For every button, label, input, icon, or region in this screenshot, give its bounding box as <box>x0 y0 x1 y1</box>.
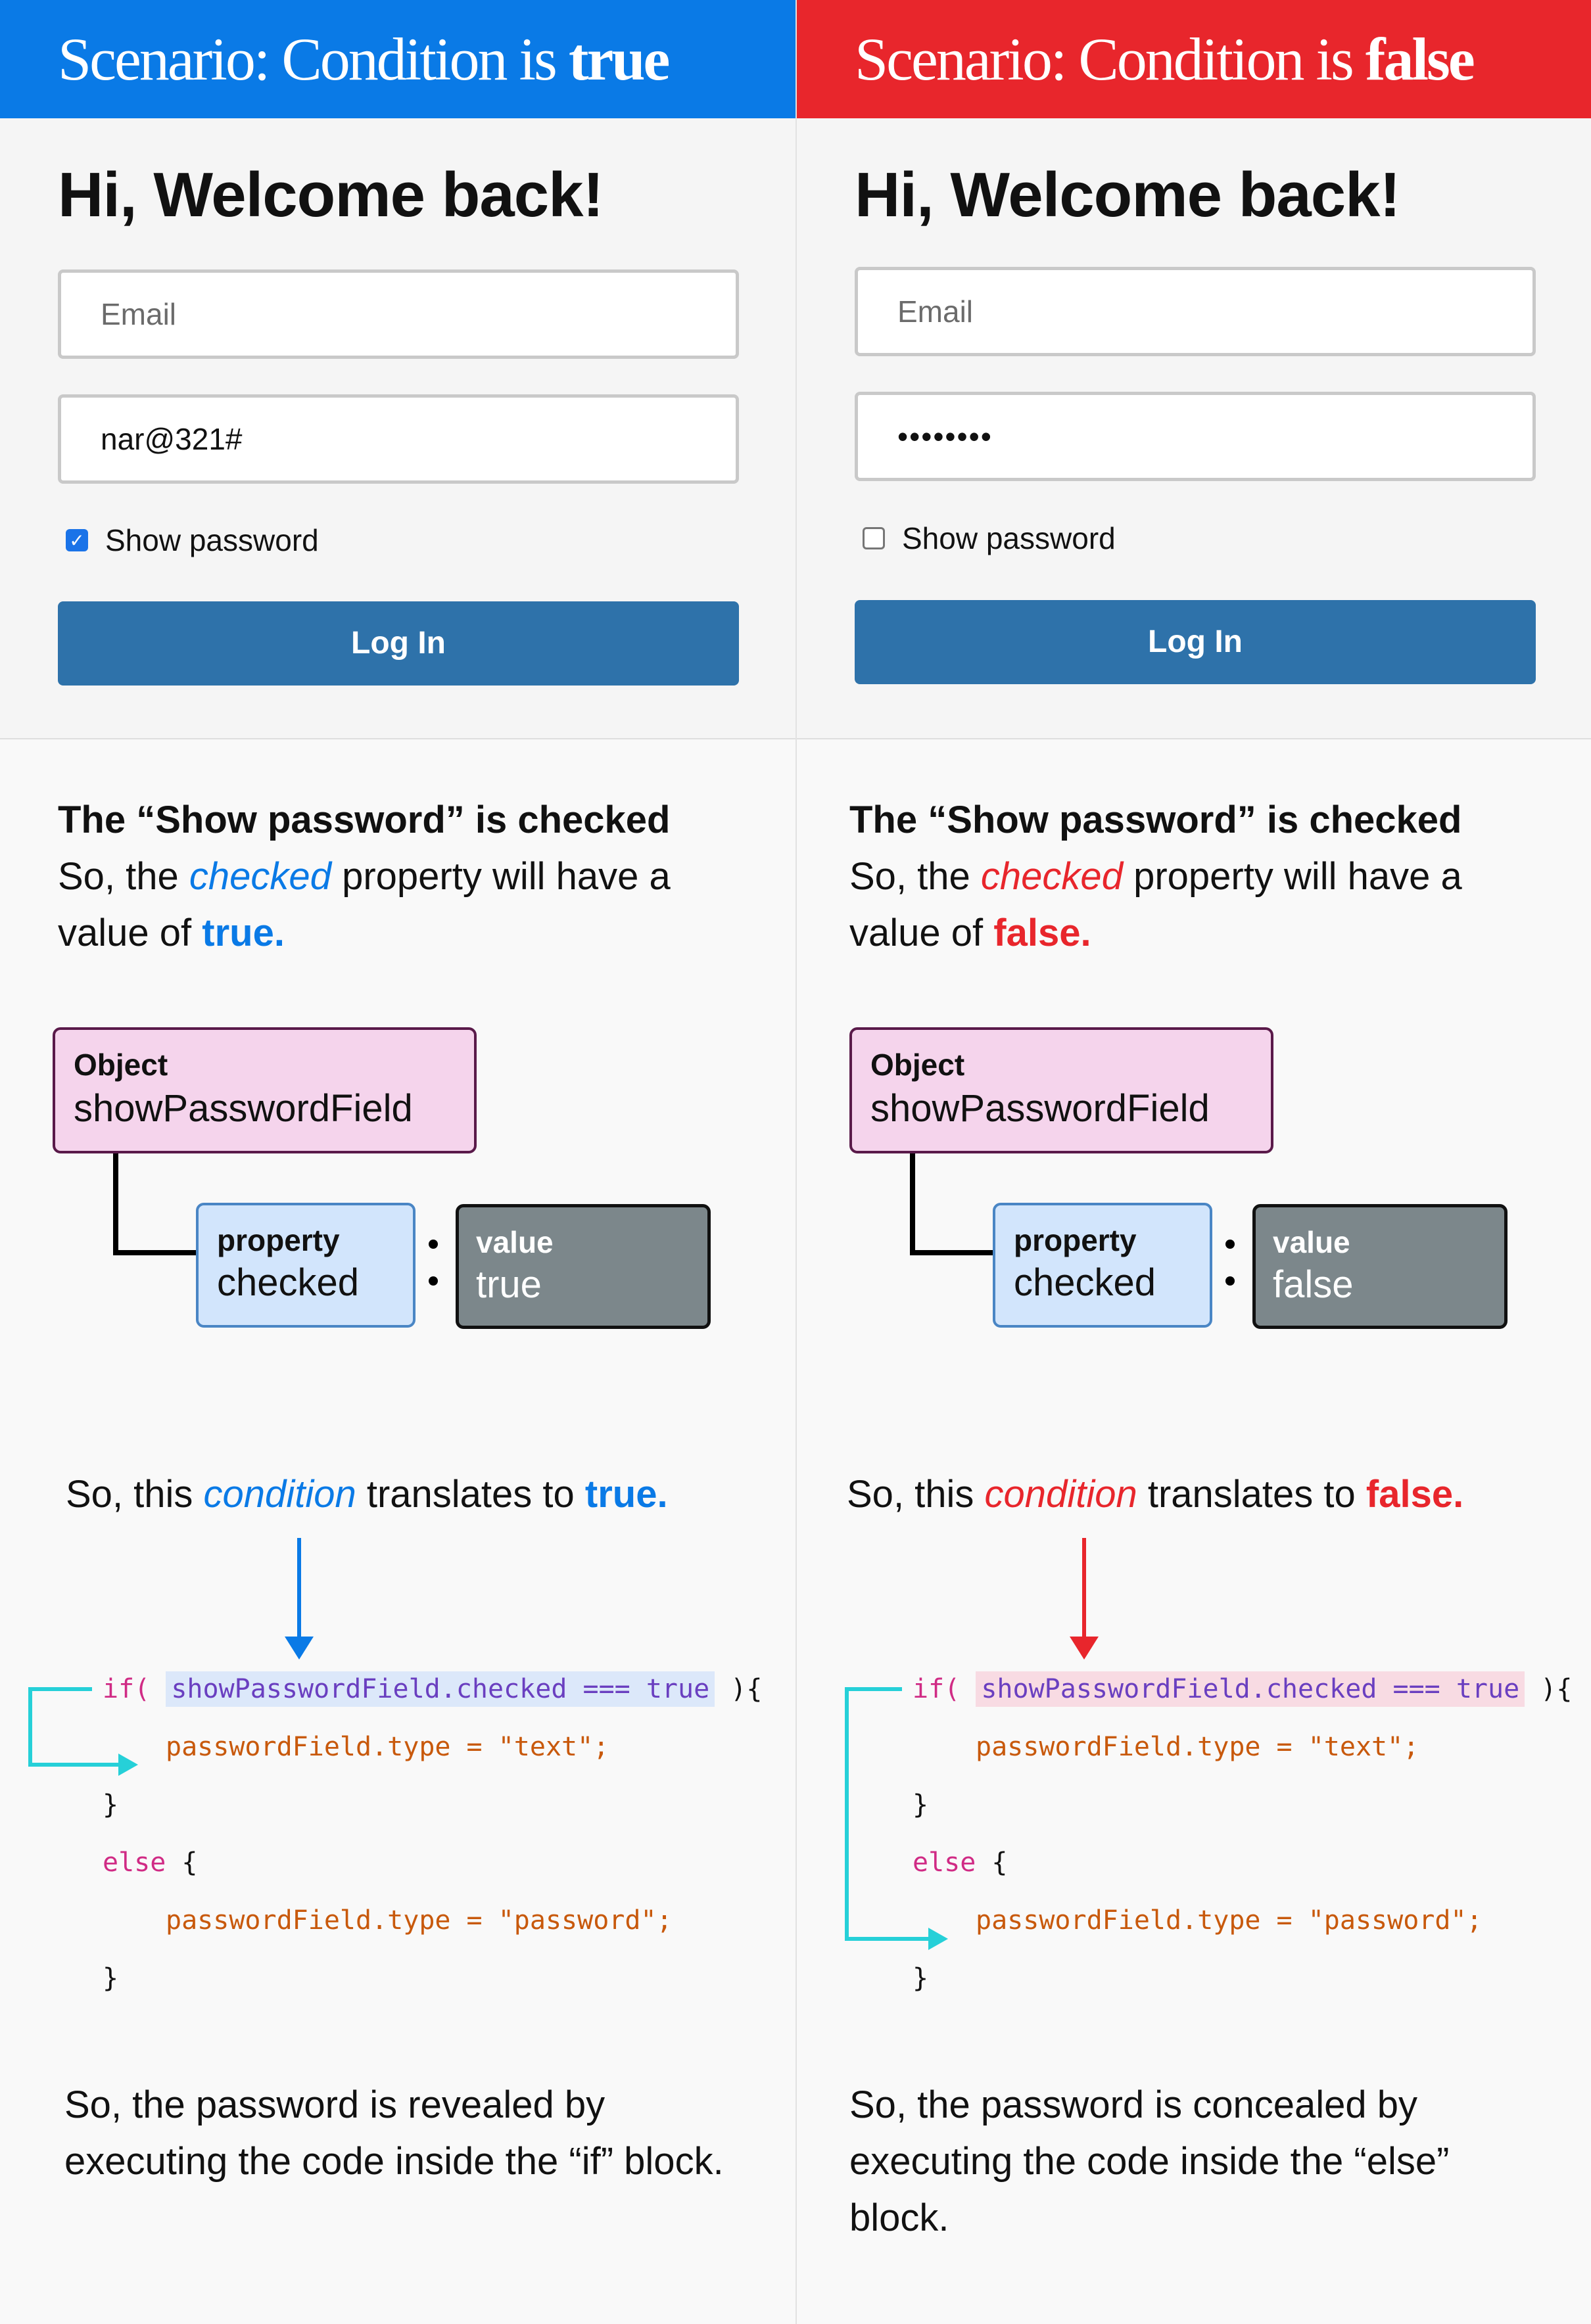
email-field[interactable]: Email <box>58 269 739 359</box>
explanation-heading: The “Show password” is checked <box>58 799 671 841</box>
condition-result: true. <box>584 1473 668 1516</box>
show-password-row[interactable]: Show password <box>863 521 1116 556</box>
show-password-checkbox-unchecked[interactable] <box>863 527 885 549</box>
login-form-false: Hi, Welcome back! Email •••••••• Show pa… <box>797 118 1591 739</box>
connector-line <box>113 1250 199 1255</box>
checked-word: checked <box>980 855 1123 898</box>
flow-arrow-icon <box>845 1687 948 1950</box>
down-arrow-icon <box>285 1538 314 1660</box>
code-block-true: if( showPasswordField.checked === true )… <box>0 1669 796 2024</box>
connector-line <box>910 1153 915 1255</box>
condition-result: false. <box>1365 1473 1464 1516</box>
password-field[interactable]: nar@321# <box>58 394 739 484</box>
scenario-state: true <box>568 26 670 93</box>
true-scenario-column: Scenario: Condition is true Hi, Welcome … <box>0 0 796 2183</box>
explanation-false: The “Show password” is checked So, the c… <box>849 792 1546 962</box>
password-field[interactable]: •••••••• <box>855 392 1536 481</box>
scenario-banner-true: Scenario: Condition is true <box>0 0 796 118</box>
explanation-heading: The “Show password” is checked <box>849 799 1462 841</box>
false-scenario-column: Scenario: Condition is false Hi, Welcome… <box>796 0 1591 2324</box>
checked-word: checked <box>189 855 331 898</box>
code-block-false: if( showPasswordField.checked === true )… <box>797 1669 1591 2024</box>
colon-separator <box>1225 1240 1235 1292</box>
down-arrow-icon <box>1070 1538 1099 1660</box>
value-word: false. <box>993 912 1091 954</box>
flow-arrow-icon <box>28 1687 138 1776</box>
explanation-text: So, the checked property will have a val… <box>58 855 671 954</box>
explanation-true: The “Show password” is checked So, the c… <box>58 792 755 962</box>
conclusion-true: So, the password is revealed by executin… <box>64 2083 724 2183</box>
email-field[interactable]: Email <box>855 267 1536 356</box>
conclusion-false: So, the password is concealed by executi… <box>849 2083 1450 2239</box>
colon-separator <box>429 1240 438 1292</box>
show-password-row[interactable]: ✓ Show password <box>66 523 319 558</box>
login-title: Hi, Welcome back! <box>58 160 604 230</box>
connector-line <box>113 1153 118 1255</box>
condition-word: condition <box>203 1473 356 1516</box>
condition-statement-true: So, this condition translates to true. <box>66 1473 668 1516</box>
login-title: Hi, Welcome back! <box>855 160 1401 230</box>
show-password-label: Show password <box>105 523 319 557</box>
scenario-banner-false: Scenario: Condition is false <box>797 0 1591 118</box>
condition-word: condition <box>984 1473 1137 1516</box>
show-password-label: Show password <box>902 521 1116 555</box>
scenario-state: false <box>1365 26 1475 93</box>
log-in-button[interactable]: Log In <box>855 600 1536 684</box>
explanation-text: So, the checked property will have a val… <box>849 855 1462 954</box>
show-password-checkbox-checked[interactable]: ✓ <box>66 529 88 551</box>
log-in-button[interactable]: Log In <box>58 601 739 686</box>
condition-statement-false: So, this condition translates to false. <box>847 1473 1464 1516</box>
login-form-true: Hi, Welcome back! Email nar@321# ✓ Show … <box>0 118 796 739</box>
value-word: true. <box>202 912 285 954</box>
connector-line <box>910 1250 995 1255</box>
